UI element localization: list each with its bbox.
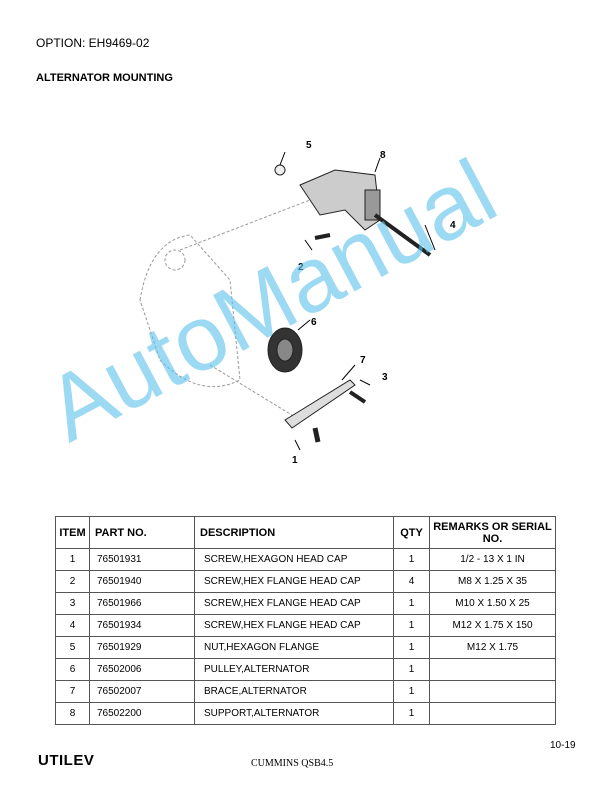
cell-part-no: 76501931 (89, 548, 195, 571)
cell-remarks: M8 X 1.25 X 35 (429, 570, 556, 593)
page-number: 10-19 (550, 740, 576, 751)
cell-description: SCREW,HEXAGON HEAD CAP (194, 548, 394, 571)
cell-part-no: 76502200 (89, 702, 195, 725)
cell-part-no: 76501966 (89, 592, 195, 615)
cell-description: SUPPORT,ALTERNATOR (194, 702, 394, 725)
cell-item: 5 (55, 636, 90, 659)
cell-item: 7 (55, 680, 90, 703)
callout-2: 2 (298, 262, 304, 273)
header-qty: QTY (393, 516, 430, 549)
cell-item: 4 (55, 614, 90, 637)
cell-remarks: M12 X 1.75 (429, 636, 556, 659)
cell-part-no: 76501940 (89, 570, 195, 593)
cell-item: 3 (55, 592, 90, 615)
cell-qty: 1 (393, 614, 430, 637)
cell-item: 1 (55, 548, 90, 571)
cell-qty: 4 (393, 570, 430, 593)
callout-4: 4 (450, 220, 456, 231)
option-code: OPTION: EH9469-02 (36, 36, 150, 50)
header-description: DESCRIPTION (194, 516, 394, 549)
parts-table: ITEM PART NO. DESCRIPTION QTY REMARKS OR… (55, 516, 556, 725)
page-title: ALTERNATOR MOUNTING (36, 72, 173, 84)
cell-qty: 1 (393, 702, 430, 725)
utilev-logo: UTILEV (38, 752, 95, 769)
header-part-no: PART NO. (89, 516, 195, 549)
cell-part-no: 76502007 (89, 680, 195, 703)
cell-description: NUT,HEXAGON FLANGE (194, 636, 394, 659)
cell-item: 8 (55, 702, 90, 725)
cell-remarks (429, 702, 556, 725)
cell-description: BRACE,ALTERNATOR (194, 680, 394, 703)
cell-remarks (429, 680, 556, 703)
cell-qty: 1 (393, 680, 430, 703)
callout-5: 5 (306, 140, 312, 151)
cell-part-no: 76501934 (89, 614, 195, 637)
cell-qty: 1 (393, 636, 430, 659)
cell-remarks: M12 X 1.75 X 150 (429, 614, 556, 637)
table-header-row: ITEM PART NO. DESCRIPTION QTY REMARKS OR… (55, 516, 556, 549)
cell-qty: 1 (393, 592, 430, 615)
cell-description: SCREW,HEX FLANGE HEAD CAP (194, 570, 394, 593)
cell-description: SCREW,HEX FLANGE HEAD CAP (194, 592, 394, 615)
cell-part-no: 76501929 (89, 636, 195, 659)
cell-remarks (429, 658, 556, 681)
cell-part-no: 76502006 (89, 658, 195, 681)
footer-model: CUMMINS QSB4.5 (251, 758, 334, 769)
header-item: ITEM (55, 516, 90, 549)
callout-8: 8 (380, 150, 386, 161)
callout-6: 6 (311, 317, 317, 328)
callout-1: 1 (292, 455, 298, 466)
cell-item: 6 (55, 658, 90, 681)
cell-remarks: M10 X 1.50 X 25 (429, 592, 556, 615)
alternator-mounting-diagram: 1 2 3 4 5 6 7 8 (139, 140, 456, 466)
cell-item: 2 (55, 570, 90, 593)
header-remarks: REMARKS OR SERIAL NO. (429, 516, 556, 549)
callout-7: 7 (360, 355, 366, 366)
cell-qty: 1 (393, 548, 430, 571)
cell-remarks: 1/2 - 13 X 1 IN (429, 548, 556, 571)
callout-3: 3 (382, 372, 388, 383)
cell-qty: 1 (393, 658, 430, 681)
cell-description: SCREW,HEX FLANGE HEAD CAP (194, 614, 394, 637)
cell-description: PULLEY,ALTERNATOR (194, 658, 394, 681)
